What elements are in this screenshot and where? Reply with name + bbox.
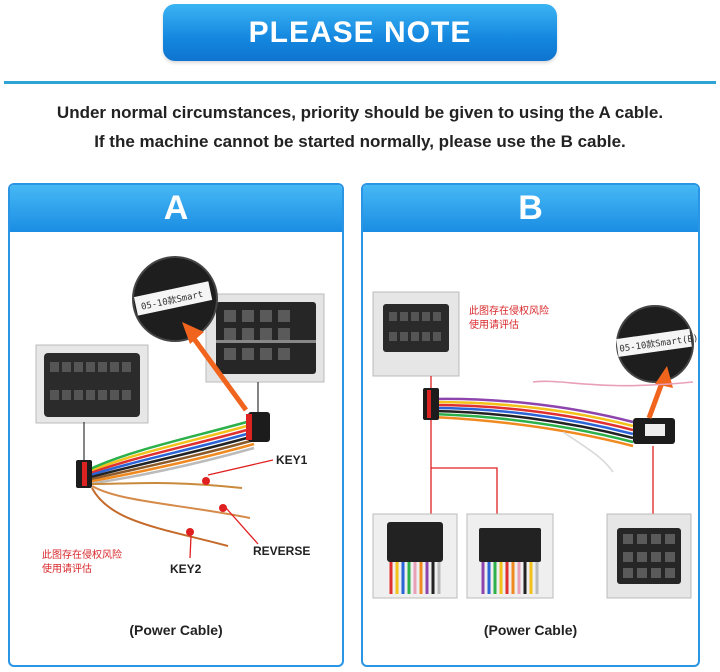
loose-wire-pink bbox=[532, 380, 694, 387]
connector-photo-right bbox=[205, 293, 325, 383]
connector-photo-bottom-1 bbox=[372, 513, 458, 599]
intro-line-2: If the machine cannot be started normall… bbox=[94, 132, 626, 151]
leader-reverse bbox=[225, 507, 259, 545]
tag-zoom-circle-b: 05-10款Smart(B) bbox=[616, 305, 698, 383]
arrow-icon bbox=[182, 322, 249, 412]
connector-photo-bottom-2 bbox=[466, 513, 554, 599]
plug-red-band bbox=[246, 414, 252, 440]
panel-b-letter: B bbox=[518, 189, 543, 227]
label-key1: KEY1 bbox=[276, 453, 308, 467]
watermark-b-line1: 此图存在侵权风险 bbox=[469, 304, 549, 317]
connector-photo-bottom-3 bbox=[606, 513, 692, 599]
leader-key1 bbox=[207, 459, 274, 476]
banner-title: PLEASE NOTE bbox=[248, 15, 472, 49]
plug-red-band-b bbox=[427, 390, 431, 418]
panel-a: A 05-10款Smart bbox=[8, 183, 344, 667]
arrow-icon-b bbox=[646, 366, 673, 419]
leader-lines-b bbox=[430, 376, 654, 514]
label-reverse: REVERSE bbox=[253, 544, 310, 558]
panel-a-letter: A bbox=[163, 189, 189, 227]
wire-harness-b bbox=[432, 397, 634, 448]
loose-wires bbox=[91, 482, 251, 547]
watermark-a-line2: 使用请评估 bbox=[42, 562, 92, 575]
plug-red-band-left bbox=[82, 462, 87, 486]
fuse-key2 bbox=[186, 528, 194, 536]
fuse-key1 bbox=[202, 477, 210, 485]
leader-key2 bbox=[189, 535, 192, 559]
connector-photo-left bbox=[35, 344, 149, 424]
plug-tag-b bbox=[645, 424, 665, 436]
please-note-banner: PLEASE NOTE bbox=[163, 4, 557, 61]
intro-line-1: Under normal circumstances, priority sho… bbox=[56, 103, 664, 122]
loose-wire-grey bbox=[562, 431, 614, 473]
watermark-b-line2: 使用请评估 bbox=[469, 318, 519, 331]
panel-a-caption: (Power Cable) bbox=[129, 622, 223, 638]
panel-a-header: A bbox=[10, 185, 342, 232]
watermark-a-line1: 此图存在侵权风险 bbox=[42, 548, 122, 561]
tag-zoom-circle: 05-10款Smart bbox=[132, 256, 218, 342]
panel-b: B 此图存在侵权风险 使用请评估 05-10款Smart(B) bbox=[361, 183, 700, 667]
fuse-reverse bbox=[219, 504, 227, 512]
wire-harness bbox=[87, 418, 255, 486]
panel-b-header: B bbox=[363, 185, 698, 232]
panel-b-illustration: 此图存在侵权风险 使用请评估 05-10款Smart(B) bbox=[372, 291, 698, 599]
divider-line bbox=[4, 81, 716, 84]
label-key2: KEY2 bbox=[170, 562, 202, 576]
panel-b-caption: (Power Cable) bbox=[483, 622, 578, 638]
panel-a-illustration: 05-10款Smart bbox=[35, 256, 325, 576]
connector-photo-top-left bbox=[372, 291, 460, 377]
connector-plug-right bbox=[248, 412, 270, 442]
